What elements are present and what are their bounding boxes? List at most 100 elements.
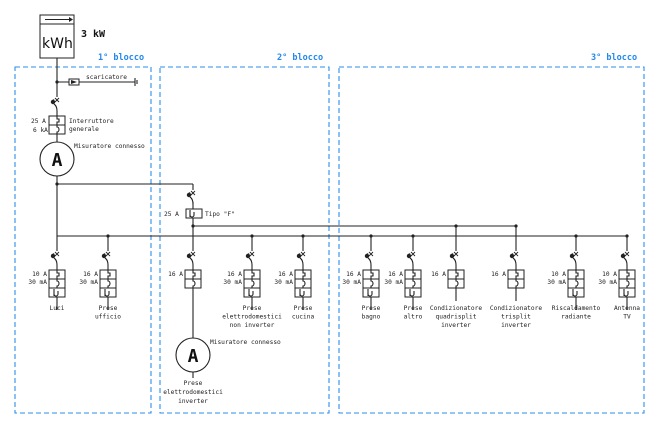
circuit-load-label: Condizionatore bbox=[490, 305, 542, 312]
circuit-rcd-sensitivity: 30 mA bbox=[384, 279, 403, 286]
circuit-load-label: bagno bbox=[362, 314, 381, 321]
circuit-rcd-sensitivity: 30 mA bbox=[547, 279, 566, 286]
circuit-load-label: elettrodomestici bbox=[222, 314, 282, 321]
circuit-load-label: Prese bbox=[99, 305, 118, 312]
switch-icon bbox=[296, 251, 306, 266]
block-frame-3 bbox=[338, 66, 645, 414]
meter-power: 3 kW bbox=[81, 29, 106, 40]
switch-icon bbox=[406, 251, 416, 266]
circuit-load-label: Prese bbox=[362, 305, 381, 312]
breaker-icon bbox=[184, 269, 202, 289]
circuit-rcd-sensitivity: 30 mA bbox=[274, 279, 293, 286]
switch-icon bbox=[620, 251, 630, 266]
circuit-load-label: trisplit bbox=[501, 314, 531, 321]
breaker-icon bbox=[447, 269, 465, 289]
surge-arrester: scaricatore bbox=[57, 74, 138, 86]
main-ammeter-label: Misuratore connesso bbox=[74, 143, 145, 150]
circuit-load-label: non inverter bbox=[230, 322, 275, 329]
circuit-5: 16 A30 mA Prese cucina bbox=[274, 234, 315, 321]
rcd-type: Tipo "F" bbox=[205, 211, 235, 218]
switch-icon bbox=[101, 251, 111, 266]
circuit-rating: 10 A bbox=[32, 271, 47, 278]
circuit-load-label: cucina bbox=[292, 314, 315, 321]
switch-icon bbox=[50, 251, 60, 266]
secondary-ammeter-label: Misuratore connesso bbox=[210, 339, 281, 346]
switch-icon bbox=[509, 251, 519, 266]
rcd-rating: 25 A bbox=[164, 211, 179, 218]
main-ammeter: A bbox=[39, 141, 75, 177]
circuit-rcd-sensitivity: 30 mA bbox=[598, 279, 617, 286]
circuit-1: 10 A30 mA Luci bbox=[28, 236, 66, 312]
main-breaker-label-2: generale bbox=[69, 126, 99, 133]
circuit-load-label: inverter bbox=[501, 322, 531, 329]
circuit-rating: 16 A bbox=[168, 271, 183, 278]
rcbo-icon bbox=[567, 269, 585, 298]
rcbo-icon bbox=[294, 269, 312, 298]
block-frame-1 bbox=[14, 66, 152, 414]
circuit-6: 16 A30 mA Prese bagno bbox=[342, 234, 381, 321]
secondary-load-label-3: inverter bbox=[178, 398, 208, 405]
main-breaker-rating: 25 A bbox=[31, 118, 46, 125]
switch-icon bbox=[569, 251, 579, 266]
meter-unit: kWh bbox=[42, 36, 73, 52]
circuit-load-label: Luci bbox=[50, 305, 65, 312]
circuit-load-label: altro bbox=[404, 314, 423, 321]
block-label-1: 1° blocco bbox=[98, 53, 144, 63]
circuit-rating: 16 A bbox=[278, 271, 293, 278]
circuit-load-label: Condizionatore bbox=[430, 305, 482, 312]
circuit-load-label: Prese bbox=[294, 305, 313, 312]
rcbo-icon bbox=[362, 269, 380, 298]
circuit-load-label: Prese bbox=[404, 305, 423, 312]
circuit-load-label: radiante bbox=[561, 314, 591, 321]
circuit-load-label: Prese bbox=[243, 305, 262, 312]
circuit-rating: 16 A bbox=[431, 271, 446, 278]
circuit-rcd-sensitivity: 30 mA bbox=[342, 279, 361, 286]
circuit-rcd-sensitivity: 30 mA bbox=[223, 279, 242, 286]
main-breaker-breaking: 6 kA bbox=[33, 127, 48, 134]
switch-icon bbox=[186, 190, 196, 205]
circuit-rating: 16 A bbox=[491, 271, 506, 278]
rcbo-icon bbox=[48, 269, 66, 298]
secondary-ammeter: A bbox=[175, 337, 211, 373]
rcbo-icon bbox=[99, 269, 117, 298]
block-label-2: 2° blocco bbox=[277, 53, 323, 63]
circuit-rating: 10 A bbox=[602, 271, 617, 278]
circuit-rating: 16 A bbox=[388, 271, 403, 278]
rcbo-icon bbox=[404, 269, 422, 298]
arrow-right-icon bbox=[69, 17, 73, 22]
circuit-load-label: TV bbox=[623, 314, 631, 321]
switch-icon bbox=[449, 251, 459, 266]
switch-icon bbox=[186, 251, 196, 266]
circuit-load-label: ufficio bbox=[95, 314, 121, 321]
main-breaker-label-1: Interruttore bbox=[69, 118, 114, 125]
breaker-icon bbox=[48, 115, 66, 135]
circuit-load-label: Riscaldamento bbox=[552, 305, 601, 312]
circuit-rcd-sensitivity: 30 mA bbox=[28, 279, 47, 286]
switch-icon bbox=[50, 97, 60, 112]
block-label-3: 3° blocco bbox=[591, 53, 637, 63]
switch-icon bbox=[364, 251, 374, 266]
main-ammeter-symbol: A bbox=[52, 150, 63, 171]
block-frame-2 bbox=[159, 66, 330, 414]
rcbo-icon bbox=[243, 269, 261, 298]
secondary-load-label-2: elettrodomestici bbox=[163, 389, 223, 396]
main-breaker bbox=[48, 97, 66, 135]
circuit-rating: 16 A bbox=[83, 271, 98, 278]
circuit-rating: 16 A bbox=[346, 271, 361, 278]
secondary-load-label-1: Prese bbox=[184, 380, 203, 387]
breaker-icon bbox=[507, 269, 525, 289]
circuit-7: 16 A30 mA Prese altro bbox=[384, 234, 423, 321]
rcd-type-f bbox=[185, 208, 203, 219]
circuit-rating: 16 A bbox=[227, 271, 242, 278]
circuit-3: 16 A bbox=[168, 236, 202, 289]
circuit-load-label: quadrisplit bbox=[436, 314, 477, 321]
rcbo-icon bbox=[618, 269, 636, 298]
energy-meter: kWh 3 kW bbox=[39, 14, 106, 59]
